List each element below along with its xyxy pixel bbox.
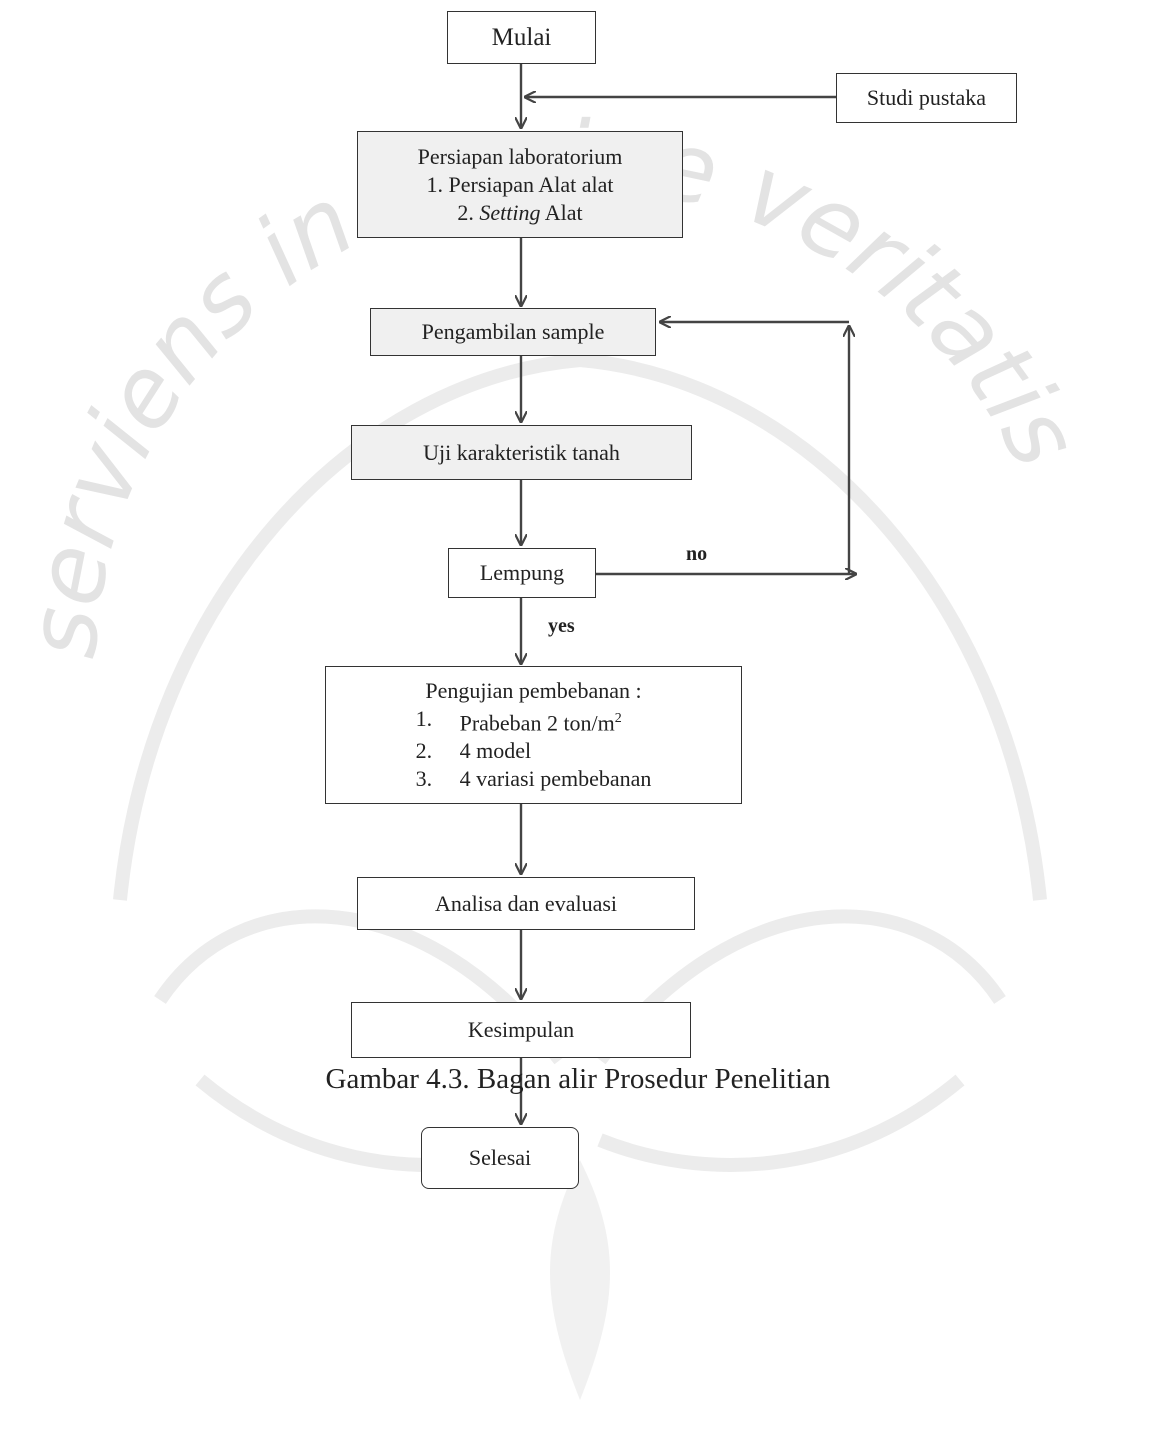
- persiapan-item-1: 1. Persiapan Alat alat: [426, 171, 614, 197]
- pengujian-item-3: 3. 4 variasi pembebanan: [415, 766, 652, 792]
- yes-label: yes: [548, 615, 575, 637]
- pengambilan-node: Pengambilan sample: [370, 308, 656, 356]
- pengambilan-label: Pengambilan sample: [421, 319, 605, 344]
- lempung-label: Lempung: [479, 560, 565, 585]
- studi-pustaka-label: Studi pustaka: [866, 85, 987, 110]
- pengujian-item-2: 2. 4 model: [415, 738, 532, 764]
- persiapan-title: Persiapan laboratorium: [417, 143, 623, 169]
- start-label: Mulai: [491, 23, 552, 51]
- no-label: no: [686, 543, 708, 565]
- kesimpulan-label: Kesimpulan: [467, 1017, 575, 1042]
- studi-pustaka-node: Studi pustaka: [836, 73, 1017, 123]
- kesimpulan-node: Kesimpulan: [351, 1002, 691, 1058]
- lempung-node: Lempung: [448, 548, 596, 598]
- persiapan-node: Persiapan laboratorium 1. Persiapan Alat…: [357, 131, 683, 238]
- analisa-label: Analisa dan evaluasi: [434, 890, 618, 916]
- uji-label: Uji karakteristik tanah: [423, 439, 620, 465]
- uji-node: Uji karakteristik tanah: [351, 425, 692, 480]
- pengujian-node: Pengujian pembebanan : 1. Prabeban 2 ton…: [325, 666, 742, 804]
- pengujian-title: Pengujian pembebanan :: [425, 677, 642, 703]
- end-label: Selesai: [468, 1145, 532, 1170]
- persiapan-item-2: 2. Setting Alat: [457, 199, 583, 225]
- pengujian-list: 1. Prabeban 2 ton/m2 2. 4 model 3. 4 var…: [416, 705, 652, 793]
- start-node: Mulai: [447, 11, 596, 64]
- pengujian-item-1: 1. Prabeban 2 ton/m2: [415, 705, 622, 736]
- end-node: Selesai: [421, 1127, 579, 1189]
- figure-caption: Gambar 4.3. Bagan alir Prosedur Peneliti…: [325, 1063, 831, 1095]
- analisa-node: Analisa dan evaluasi: [357, 877, 695, 930]
